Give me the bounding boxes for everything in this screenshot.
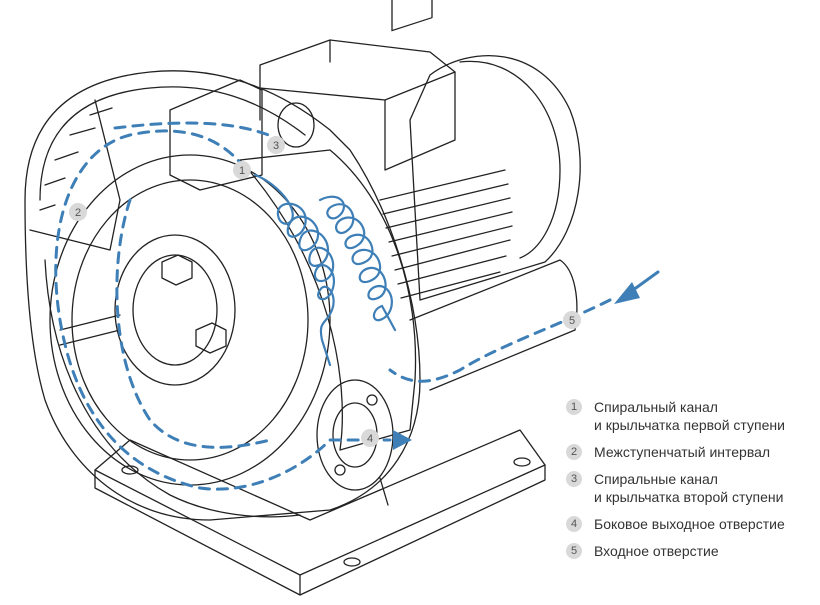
legend-item: 1 Спиральный канал и крыльчатка первой с…: [566, 398, 818, 434]
base-plate: [94, 429, 546, 576]
svg-text:1: 1: [239, 165, 245, 177]
motor-housing: [409, 55, 581, 301]
svg-text:2: 2: [75, 207, 81, 219]
legend-number-badge: 4: [566, 516, 582, 532]
intake-grille: [29, 99, 121, 251]
legend-number-badge: 3: [566, 471, 582, 487]
legend: 1 Спиральный канал и крыльчатка первой с…: [566, 398, 818, 569]
marker-1: 1: [233, 161, 251, 179]
shaft-hub: [114, 234, 236, 386]
outlet-flange: [316, 379, 394, 491]
outlet-arrowhead: [393, 430, 412, 450]
marker-5: 5: [563, 311, 581, 329]
flow-path-inner: [115, 198, 272, 449]
svg-text:3: 3: [273, 140, 279, 152]
side-plate: [239, 149, 417, 451]
svg-text:5: 5: [569, 315, 575, 327]
legend-item: 5 Входное отверстие: [566, 542, 818, 560]
marker-2: 2: [69, 203, 87, 221]
flow-path-interstage: [113, 121, 282, 142]
legend-item: 4 Боковое выходное отверстие: [566, 515, 818, 533]
legend-number-badge: 2: [566, 444, 582, 460]
motor-fins: [379, 169, 513, 299]
spiral-stage-1: [253, 173, 336, 367]
legend-label: Спиральный канал и крыльчатка первой сту…: [594, 399, 785, 433]
legend-label: Входное отверстие: [594, 543, 719, 559]
legend-item: 3 Спиральные канал и крыльчатка второй с…: [566, 470, 818, 506]
legend-number-badge: 5: [566, 543, 582, 559]
svg-text:4: 4: [367, 433, 373, 445]
inlet-arrowhead: [614, 282, 640, 304]
legend-label: Боковое выходное отверстие: [594, 516, 785, 532]
blower-housing: [24, 70, 421, 521]
legend-item: 2 Межступенчатый интервал: [566, 443, 818, 461]
marker-3: 3: [267, 136, 285, 154]
legend-number-badge: 1: [566, 399, 582, 415]
legend-label: Спиральные канал и крыльчатка второй сту…: [594, 471, 784, 505]
spiral-stage-2: [318, 195, 397, 332]
marker-4: 4: [361, 429, 379, 447]
motor-end-cap: [459, 60, 561, 259]
flow-path-main: [54, 129, 392, 491]
terminal-box: [259, 39, 456, 101]
legend-label: Межступенчатый интервал: [594, 444, 771, 460]
